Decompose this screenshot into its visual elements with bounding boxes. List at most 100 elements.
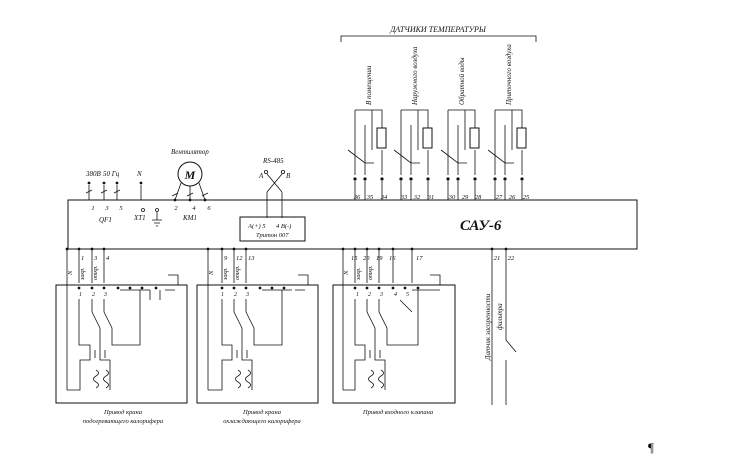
actuator-caption-1b: подогревающего калорифера <box>83 418 163 425</box>
svg-text:1: 1 <box>356 292 359 298</box>
svg-text:2: 2 <box>174 205 178 212</box>
svg-text:закр.: закр. <box>356 267 362 281</box>
svg-text:3: 3 <box>104 205 109 212</box>
actuator-caption-2a: Привод крана <box>242 409 281 416</box>
svg-text:N: N <box>67 270 74 276</box>
temperature-sensor-room: В помещении 36 35 34 <box>347 65 388 201</box>
controller-name: САУ-6 <box>460 218 502 234</box>
sensor-resistor-room <box>376 127 387 149</box>
svg-text:3: 3 <box>93 255 98 262</box>
sensors-group-bracket <box>340 35 537 42</box>
temperature-sensor-outdoor: Наружного воздуха 33 32 31 <box>393 46 435 201</box>
svg-text:2: 2 <box>92 292 95 298</box>
sensor-label-outdoor: Наружного воздуха <box>411 46 419 106</box>
svg-text:1: 1 <box>81 255 84 262</box>
actuator-inlet-damper: N закр. откр. 15 20 19 16 17 1 2 3 4 5 П… <box>332 249 456 416</box>
svg-text:2: 2 <box>234 292 237 298</box>
filter-clog-sensor: 21 22 Датчик засоренности фильтра <box>484 249 517 405</box>
sensor-resistor-supply-air <box>516 127 527 149</box>
svg-text:4: 4 <box>394 291 397 298</box>
svg-text:1: 1 <box>79 292 82 298</box>
svg-text:25: 25 <box>523 194 530 201</box>
filter-sensor-label-2: фильтра <box>496 303 504 330</box>
paragraph-mark: ¶ <box>648 440 654 455</box>
triton-device-label: Тритон 007 <box>256 232 289 239</box>
power-input: 380В 50 Гц N 1 3 5 QF1 XT1 <box>85 170 162 227</box>
svg-text:2: 2 <box>368 292 371 298</box>
svg-text:36: 36 <box>353 194 361 201</box>
svg-text:9: 9 <box>224 255 228 262</box>
svg-text:32: 32 <box>413 194 421 201</box>
svg-text:B: B <box>286 172 291 180</box>
svg-text:4: 4 <box>192 205 196 212</box>
svg-text:откр.: откр. <box>93 265 99 280</box>
temperature-sensor-supply-air: Приточного воздуха 27 26 25 <box>487 44 530 201</box>
svg-text:6: 6 <box>207 205 211 212</box>
actuator-cooling-valve: N закр. откр. 9 12 13 1 2 3 Привод крана… <box>196 249 319 425</box>
svg-text:26: 26 <box>509 194 516 201</box>
svg-text:3: 3 <box>103 292 107 298</box>
sensor-label-return-water: Обратной воды <box>458 57 466 105</box>
fan-label: Вентилятор <box>171 148 209 156</box>
contactor-label: KM1 <box>182 214 197 222</box>
svg-text:31: 31 <box>427 194 435 201</box>
breaker-label: QF1 <box>99 216 112 224</box>
svg-text:A: A <box>258 172 264 180</box>
svg-text:21: 21 <box>494 255 501 262</box>
svg-text:5: 5 <box>119 205 123 212</box>
power-frequency: 50 Гц <box>103 170 120 178</box>
svg-text:12: 12 <box>236 255 243 262</box>
svg-text:4: 4 <box>106 255 110 262</box>
svg-text:27: 27 <box>496 194 503 201</box>
actuator-frame-2 <box>196 284 319 404</box>
sensor-resistor-outdoor <box>422 127 433 149</box>
svg-text:19: 19 <box>376 255 383 262</box>
svg-text:22: 22 <box>508 255 515 262</box>
svg-text:1: 1 <box>91 205 94 212</box>
svg-text:35: 35 <box>366 194 374 201</box>
fan-motor: Вентилятор M 2 4 6 KM1 <box>171 148 211 222</box>
svg-text:28: 28 <box>475 194 482 201</box>
controller-frame <box>67 199 638 250</box>
svg-text:4 B(-): 4 B(-) <box>276 223 291 230</box>
sensor-label-room: В помещении <box>365 65 373 105</box>
sensor-label-supply-air: Приточного воздуха <box>505 44 513 106</box>
motor-symbol: M <box>184 168 196 182</box>
temperature-sensor-return-water: Обратной воды 30 29 28 <box>440 57 482 201</box>
svg-text:34: 34 <box>380 194 388 201</box>
rs485-label: RS-485 <box>262 157 284 165</box>
svg-text:5: 5 <box>406 292 409 298</box>
actuator-caption-3a: Привод входного клапана <box>362 409 433 416</box>
sensor-connector-dots <box>353 177 524 200</box>
svg-text:16: 16 <box>389 255 396 262</box>
rs485-interface: RS-485 A B A(+) 5 4 B(-) Тритон 007 <box>239 157 306 242</box>
controller-bottom-terminals <box>65 247 508 251</box>
actuator-caption-2b: охлаждающего калорифера <box>223 418 301 425</box>
sensor-resistor-return-water <box>469 127 480 149</box>
svg-text:30: 30 <box>448 194 456 201</box>
svg-text:20: 20 <box>363 255 370 262</box>
triton-module <box>239 216 306 242</box>
svg-text:откр.: откр. <box>368 265 374 280</box>
ground-icon <box>152 212 162 227</box>
power-voltage: 380В <box>85 170 102 178</box>
svg-text:закр.: закр. <box>80 267 86 281</box>
actuator-caption-1a: Привод крана <box>103 409 142 416</box>
actuator-frame-1 <box>55 284 188 404</box>
svg-text:13: 13 <box>248 255 255 262</box>
actuator-heating-valve: N закр. откр. 1 3 4 1 2 3 Привод крана п… <box>55 249 188 425</box>
svg-text:29: 29 <box>462 194 469 201</box>
temperature-sensors-group: ДАТЧИКИ ТЕМПЕРАТУРЫ В помещении 36 35 34… <box>340 25 537 201</box>
svg-text:N: N <box>343 270 350 276</box>
controller-box: САУ-6 <box>67 199 638 250</box>
power-neutral-label: N <box>136 170 142 178</box>
svg-text:33: 33 <box>400 194 408 201</box>
terminal-block-label: XT1 <box>133 214 146 222</box>
svg-text:A(+) 5: A(+) 5 <box>247 223 266 230</box>
svg-text:15: 15 <box>351 255 358 262</box>
actuator-frame-3 <box>332 284 456 404</box>
svg-text:закр.: закр. <box>223 267 229 281</box>
filter-sensor-label-1: Датчик засоренности <box>484 293 492 361</box>
sensors-group-title: ДАТЧИКИ ТЕМПЕРАТУРЫ <box>389 25 487 34</box>
